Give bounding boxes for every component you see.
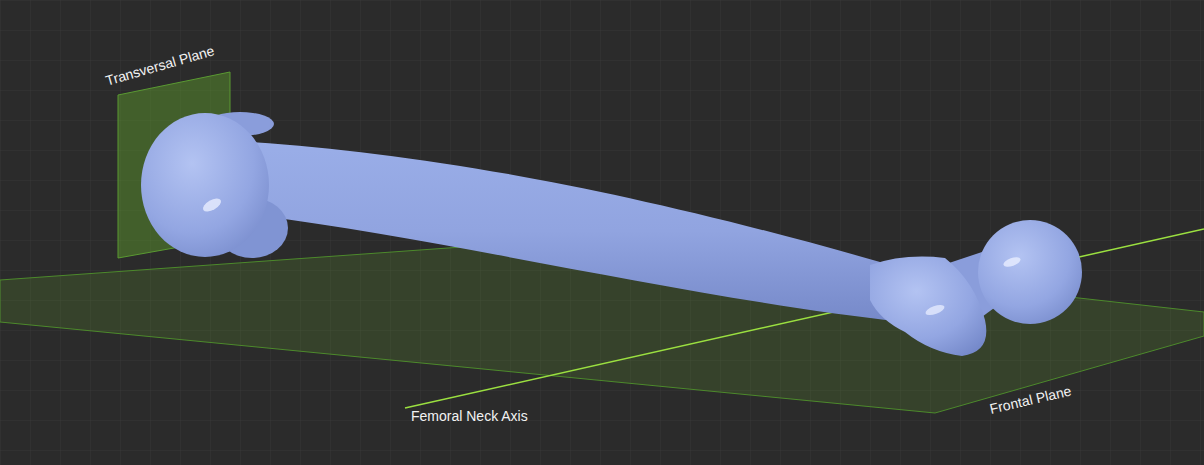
plane-label: Femoral Neck Axis bbox=[411, 409, 528, 424]
